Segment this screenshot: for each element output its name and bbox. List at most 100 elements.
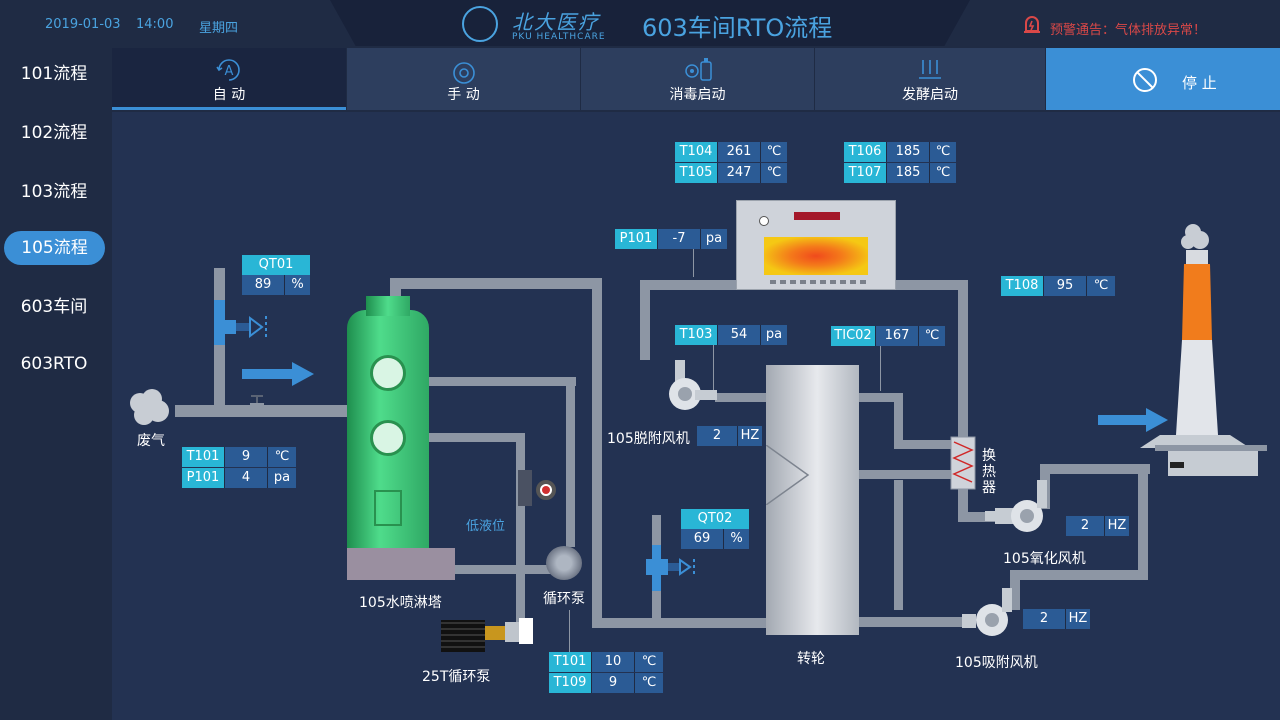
tab-manual[interactable]: 手 动	[347, 48, 580, 110]
sidebar-item-603-workshop[interactable]: 603车间	[20, 297, 88, 317]
tag-t109[interactable]: T109 9 ℃	[549, 673, 663, 693]
rto-flame-window	[764, 237, 868, 275]
tag-p101-rto[interactable]: P101 -7 pa	[615, 229, 727, 249]
tag-t106[interactable]: T106 185 ℃	[844, 142, 956, 162]
sidebar-item-102[interactable]: 102流程	[20, 123, 88, 143]
stop-button-label: 停 止	[1182, 74, 1217, 92]
tag-qt01-name: QT01	[242, 255, 310, 275]
tag-t104-name: T104	[675, 142, 717, 162]
tag-tic02[interactable]: TIC02 167 ℃	[831, 326, 945, 346]
tab-auto-label: 自 动	[212, 87, 246, 103]
circulating-pump[interactable]	[546, 546, 582, 580]
tag-oxid-hz-value: 2	[1066, 516, 1104, 536]
warning-notice[interactable]: 预警通告：气体排放异常！	[1050, 23, 1207, 38]
tab-disinfect[interactable]: 消毒启动	[581, 48, 814, 110]
tag-t101-pump[interactable]: T101 10 ℃	[549, 652, 663, 672]
rotor-wheel[interactable]	[766, 365, 859, 635]
pipe-rto-right	[893, 280, 968, 290]
inlet-valve-icon[interactable]	[206, 308, 274, 348]
tag-t105[interactable]: T105 247 ℃	[675, 163, 787, 183]
tag-qt01[interactable]: QT01 89 %	[242, 255, 310, 295]
pipe-rotor-hx	[858, 393, 903, 402]
header-time: 14:00	[136, 17, 174, 32]
desorb-fan[interactable]	[665, 360, 721, 416]
tag-adsorb-hz[interactable]: 2 HZ	[1023, 609, 1090, 629]
tag-t105-unit: ℃	[760, 163, 787, 183]
circ-pump-label: 循环泵	[543, 591, 585, 607]
pump-25t-label: 25T循环泵	[422, 669, 491, 685]
tower-window-upper	[370, 355, 406, 391]
pipe-rotor-hx-down	[894, 393, 903, 448]
tag-oxid-hz-unit: HZ	[1104, 516, 1129, 536]
tag-t101-inlet-name: T101	[182, 447, 224, 467]
ferment-icon	[919, 60, 941, 79]
sidebar-item-103[interactable]: 103流程	[20, 182, 88, 202]
tab-ferment-label: 发酵启动	[902, 87, 958, 103]
qt02-valve-icon[interactable]	[642, 545, 702, 591]
pipe-circ-return	[428, 377, 576, 386]
tag-t101-inlet[interactable]: T101 9 ℃	[182, 447, 296, 467]
tag-tic02-leader	[880, 346, 881, 391]
oxidation-fan[interactable]	[985, 480, 1053, 536]
tag-p101-rto-unit: pa	[700, 229, 727, 249]
pipe-adsorb-up	[1010, 570, 1020, 610]
heat-exchanger[interactable]	[950, 436, 976, 490]
pipe-rto-right-down	[958, 280, 968, 520]
stop-button[interactable]: 停 止	[1046, 48, 1280, 110]
stop-icon	[1133, 68, 1157, 92]
alarm-icon	[1024, 16, 1040, 33]
rto-vents	[770, 280, 870, 284]
svg-text:A: A	[225, 64, 234, 79]
tag-t103-leader	[713, 345, 714, 390]
tag-tic02-unit: ℃	[918, 326, 945, 346]
sidebar-item-101[interactable]: 101流程	[20, 64, 88, 84]
tag-t108[interactable]: T108 95 ℃	[1001, 276, 1115, 296]
pipe-rto-left	[640, 280, 740, 290]
manual-mode-icon	[452, 62, 475, 84]
tag-t106-name: T106	[844, 142, 886, 162]
desorb-fan-label: 105脱附风机	[607, 431, 690, 447]
tag-t103[interactable]: T103 54 pa	[675, 325, 787, 345]
pipe-stack-down	[1138, 464, 1148, 579]
tag-t105-name: T105	[675, 163, 717, 183]
tab-auto[interactable]: A 自 动	[112, 48, 346, 110]
waste-gas-label: 废气	[137, 433, 165, 449]
adsorb-fan[interactable]	[962, 588, 1022, 644]
tag-oxid-hz[interactable]: 2 HZ	[1066, 516, 1129, 536]
sidebar-item-105[interactable]: 105流程	[4, 231, 105, 265]
pump-25t-motor[interactable]	[441, 620, 485, 652]
title-plate	[330, 0, 970, 46]
tag-t104[interactable]: T104 261 ℃	[675, 142, 787, 162]
tab-ferment[interactable]: 发酵启动	[815, 48, 1045, 110]
rto-indicator-bar	[794, 212, 840, 220]
pipe-tower-mid	[428, 433, 525, 442]
tag-p101-inlet-name: P101	[182, 468, 224, 488]
tag-p101-inlet-value: 4	[224, 468, 267, 488]
tab-manual-label: 手 动	[447, 87, 480, 103]
pipe-pump-inlet	[455, 565, 555, 574]
low-level-label: 低液位	[466, 519, 506, 534]
tag-t101-pump-leader	[569, 610, 570, 654]
manual-valve-icon[interactable]	[248, 395, 266, 419]
tag-p101-inlet[interactable]: P101 4 pa	[182, 468, 296, 488]
tag-adsorb-hz-unit: HZ	[1065, 609, 1090, 629]
tag-qt02-name: QT02	[681, 509, 749, 529]
pipe-adsorb-fan	[858, 617, 968, 627]
pipe-adsorb-line	[894, 480, 903, 610]
tag-t106-unit: ℃	[929, 142, 956, 162]
tag-adsorb-hz-value: 2	[1023, 609, 1065, 629]
pipe-hx-out	[858, 470, 958, 479]
tab-disinfect-label: 消毒启动	[669, 87, 726, 103]
pipe-hx-in	[894, 440, 956, 449]
tag-t109-unit: ℃	[634, 673, 663, 693]
rotor-marker	[766, 445, 810, 505]
tag-qt02[interactable]: QT02 69 %	[681, 509, 749, 549]
tag-t103-value: 54	[717, 325, 760, 345]
tag-t103-name: T103	[675, 325, 717, 345]
tag-t104-value: 261	[717, 142, 760, 162]
sidebar-item-603rto[interactable]: 603RTO	[20, 354, 88, 374]
tag-desorb-hz[interactable]: 2 HZ	[697, 426, 762, 446]
tag-qt01-unit: %	[284, 275, 310, 295]
tower-label: 105水喷淋塔	[359, 595, 442, 611]
tag-t107[interactable]: T107 185 ℃	[844, 163, 956, 183]
